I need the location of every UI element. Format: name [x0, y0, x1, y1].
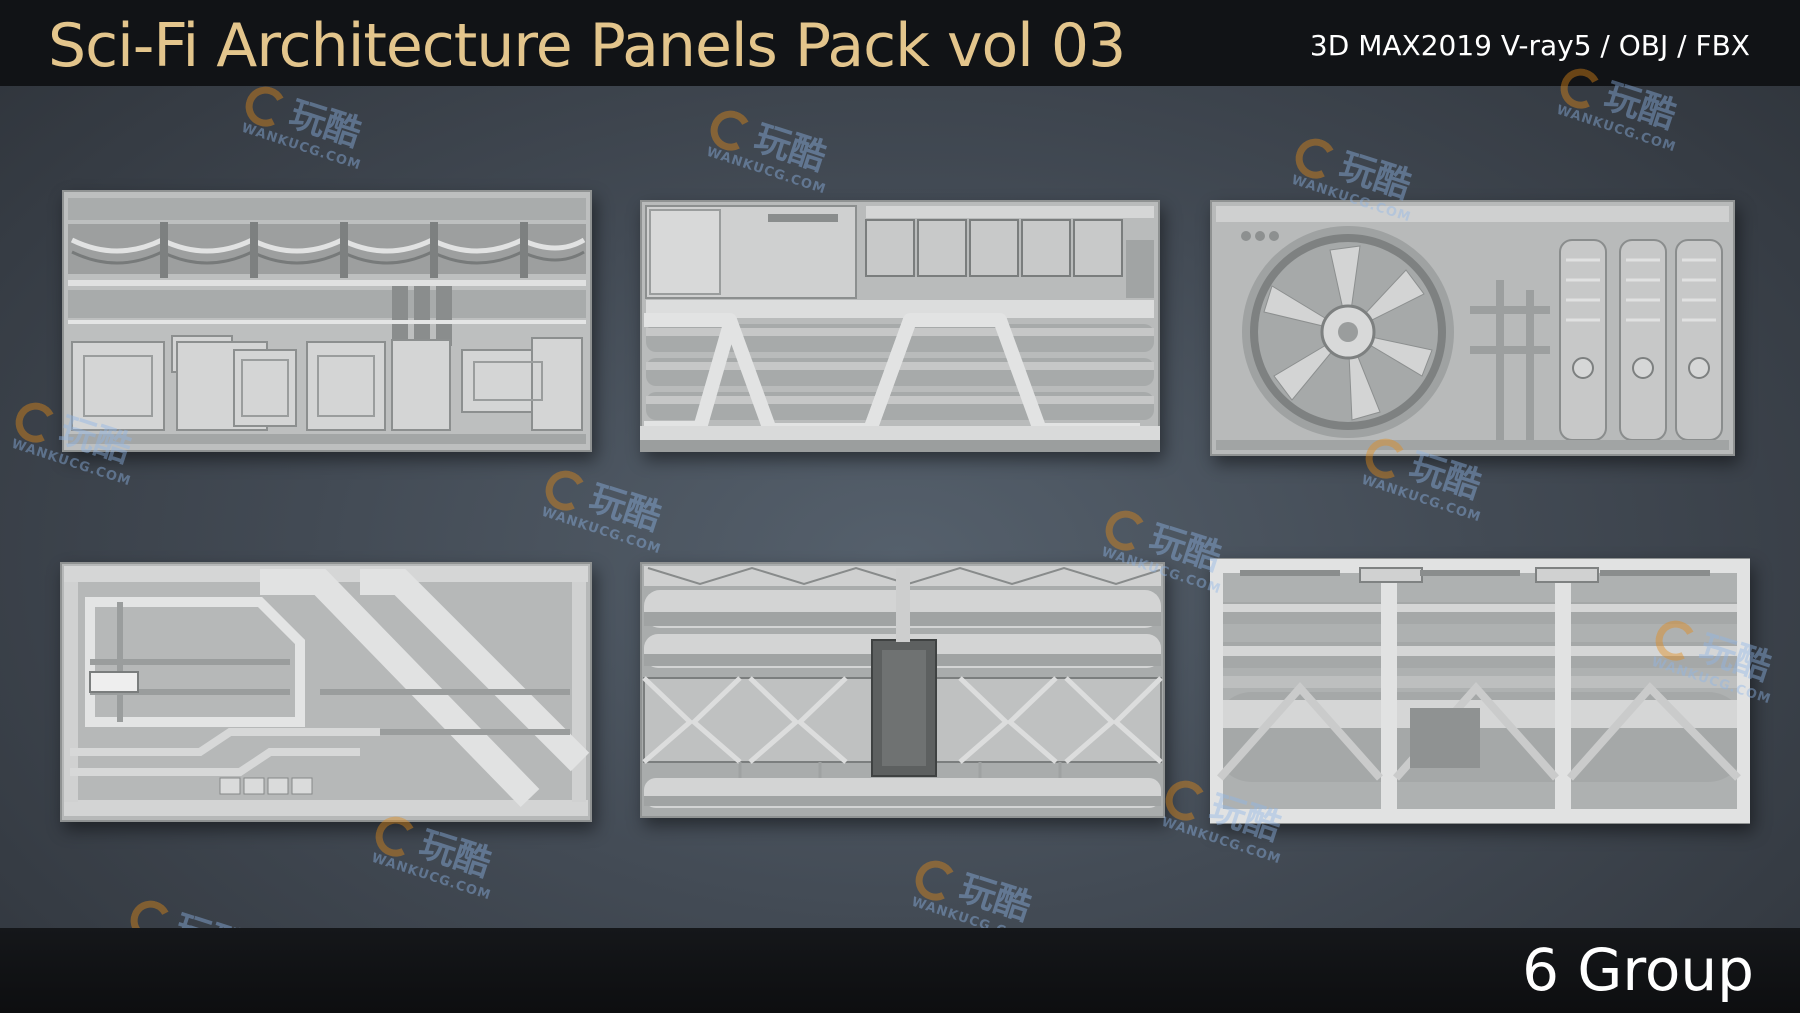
fan-pipes-panel-icon [1210, 200, 1735, 456]
format-list: 3D MAX2019 V-ray5 / OBJ / FBX [1309, 29, 1750, 62]
panel-2-server-truss [640, 200, 1160, 452]
footer-bar [0, 928, 1800, 1013]
panel-1-conduit-wall [62, 190, 592, 452]
conduit-wall-panel-icon [62, 190, 592, 452]
page-title: Sci-Fi Architecture Panels Pack vol 03 [48, 11, 1126, 81]
server-truss-panel-icon [640, 200, 1160, 452]
diagonal-brace-panel-icon [60, 562, 592, 822]
panel-5-pipe-bank [640, 562, 1165, 818]
panel-3-fan-pipes [1210, 200, 1735, 456]
tank-frame-panel-icon [1210, 558, 1750, 824]
panel-4-diagonal-brace [60, 562, 592, 822]
header-bar: Sci-Fi Architecture Panels Pack vol 03 3… [0, 0, 1800, 86]
panel-6-tank-frame [1210, 558, 1750, 824]
pipe-bank-panel-icon [640, 562, 1165, 818]
group-count-label: 6 Group [1522, 936, 1754, 1004]
